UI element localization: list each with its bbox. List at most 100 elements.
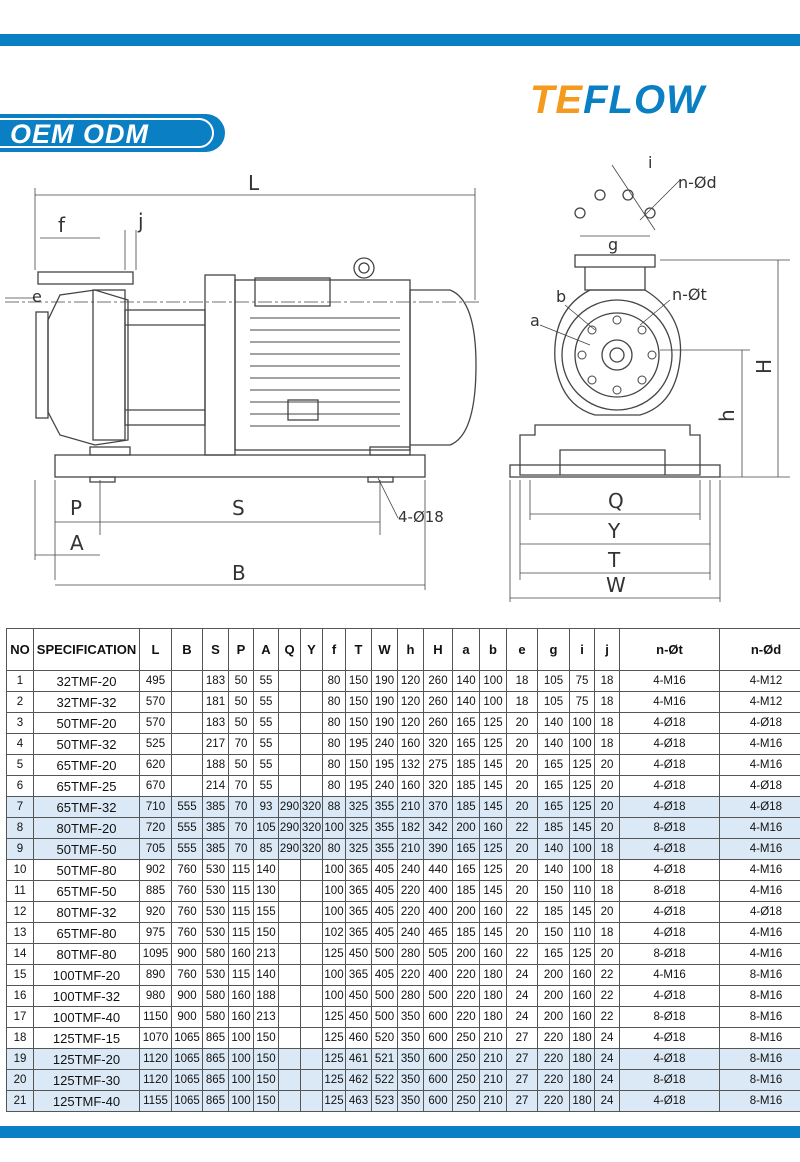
table-cell: 150	[345, 691, 372, 713]
table-cell: 865	[202, 1090, 229, 1112]
table-cell: 200	[452, 817, 480, 839]
table-cell: 125	[322, 1069, 346, 1091]
table-cell: 865	[202, 1069, 229, 1091]
table-cell	[278, 901, 301, 923]
table-cell: 165	[537, 775, 570, 797]
spec-cell: 50TMF-32	[33, 733, 140, 755]
table-cell: 125	[479, 838, 507, 860]
table-cell: 370	[423, 796, 453, 818]
table-cell: 22	[506, 817, 538, 839]
column-header: f	[322, 628, 346, 671]
table-cell: 180	[479, 1006, 507, 1028]
table-cell: 240	[397, 859, 424, 881]
dim-label-a: a	[530, 311, 540, 330]
table-cell: 4-Ø18	[619, 754, 720, 776]
table-cell: 20	[594, 817, 620, 839]
table-cell: 290	[278, 796, 301, 818]
table-cell	[300, 1006, 323, 1028]
table-cell: 365	[345, 859, 372, 881]
dim-label-i: i	[648, 153, 652, 172]
table-cell: 140	[253, 859, 279, 881]
table-cell	[278, 712, 301, 734]
table-cell: 105	[537, 670, 570, 692]
table-cell: 4-Ø18	[619, 775, 720, 797]
table-cell: 555	[171, 838, 203, 860]
end-view	[509, 164, 790, 602]
brand-logo: TEFLOW	[530, 78, 705, 123]
table-cell: 1150	[139, 1006, 172, 1028]
table-cell	[171, 670, 203, 692]
spec-cell: 125TMF-15	[33, 1027, 140, 1049]
table-cell	[300, 859, 323, 881]
table-cell: 600	[423, 1048, 453, 1070]
table-cell: 140	[452, 691, 480, 713]
table-cell: 8-M16	[719, 1069, 800, 1091]
spec-cell: 125TMF-30	[33, 1069, 140, 1091]
column-header: n-Øt	[619, 628, 720, 671]
dim-label-n-ot: n-Øt	[672, 285, 707, 304]
column-header: SPECIFICATION	[33, 628, 140, 671]
table-cell: 1065	[171, 1027, 203, 1049]
table-cell: 19	[6, 1048, 34, 1070]
table-cell: 50	[228, 754, 254, 776]
table-cell: 80	[322, 691, 346, 713]
table-cell: 450	[345, 1006, 372, 1028]
spec-cell: 65TMF-32	[33, 796, 140, 818]
table-cell: 4-M16	[719, 817, 800, 839]
table-cell: 125	[569, 943, 595, 965]
table-cell: 185	[537, 817, 570, 839]
table-cell: 70	[228, 796, 254, 818]
dim-label-S: S	[232, 496, 245, 520]
table-cell: 100	[569, 733, 595, 755]
table-cell: 865	[202, 1027, 229, 1049]
table-cell: 115	[228, 880, 254, 902]
table-cell: 180	[569, 1090, 595, 1112]
table-cell	[300, 964, 323, 986]
table-cell: 185	[452, 880, 480, 902]
table-cell: 405	[371, 880, 398, 902]
table-cell: 8-M16	[719, 1006, 800, 1028]
table-cell: 325	[345, 796, 372, 818]
table-cell: 461	[345, 1048, 372, 1070]
table-cell: 210	[479, 1027, 507, 1049]
table-cell: 885	[139, 880, 172, 902]
table-cell: 160	[397, 733, 424, 755]
table-cell: 85	[253, 838, 279, 860]
spec-cell: 65TMF-20	[33, 754, 140, 776]
table-cell: 1	[6, 670, 34, 692]
table-cell: 180	[569, 1069, 595, 1091]
table-cell: 355	[371, 838, 398, 860]
table-cell: 18	[6, 1027, 34, 1049]
table-cell: 20	[506, 796, 538, 818]
table-cell: 4-M16	[619, 670, 720, 692]
column-header: Q	[278, 628, 301, 671]
table-cell	[300, 691, 323, 713]
table-cell: 365	[345, 880, 372, 902]
table-cell: 190	[371, 670, 398, 692]
table-cell: 24	[506, 964, 538, 986]
table-cell: 760	[171, 964, 203, 986]
table-cell: 75	[569, 691, 595, 713]
spec-cell: 32TMF-32	[33, 691, 140, 713]
table-cell: 350	[397, 1048, 424, 1070]
table-cell: 155	[253, 901, 279, 923]
table-cell: 20	[506, 922, 538, 944]
table-cell	[300, 880, 323, 902]
table-cell: 17	[6, 1006, 34, 1028]
column-header: W	[371, 628, 398, 671]
table-cell: 130	[253, 880, 279, 902]
table-cell: 188	[253, 985, 279, 1007]
table-cell: 160	[479, 817, 507, 839]
table-cell: 180	[569, 1048, 595, 1070]
table-cell: 20	[594, 943, 620, 965]
table-cell: 20	[594, 796, 620, 818]
table-cell: 13	[6, 922, 34, 944]
table-cell: 220	[537, 1048, 570, 1070]
